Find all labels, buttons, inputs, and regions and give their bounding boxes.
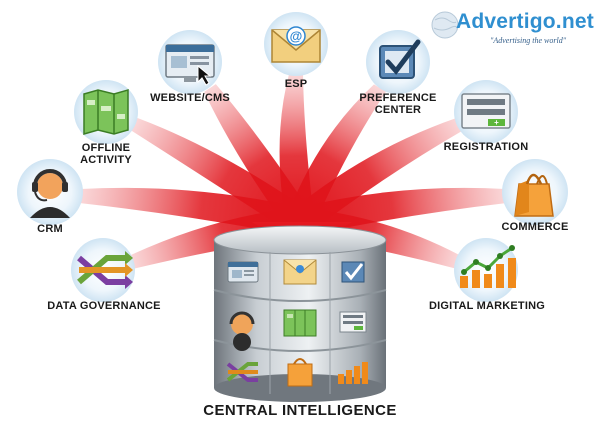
cyl-envelope-icon (283, 259, 317, 285)
central-title: CENTRAL INTELLIGENCE (203, 402, 397, 419)
cyl-headset-icon (229, 311, 255, 351)
svg-text:+: + (494, 118, 499, 127)
watermark: Advertigo.net "Advertising the world" (430, 6, 596, 50)
watermark-tagline: "Advertising the world" (490, 36, 567, 45)
converging-arrows (79, 73, 507, 269)
watermark-name: Advertigo.net (456, 10, 594, 33)
label-commerce: COMMERCE (501, 221, 569, 233)
headset-agent-icon (30, 169, 70, 218)
arrow-from-preference-center (287, 84, 387, 230)
cyl-shuffle-icon (226, 362, 258, 382)
svg-text:@: @ (290, 29, 303, 44)
node-data-governance (71, 238, 135, 302)
brochure-map-icon (83, 89, 129, 135)
node-icons: @ + (17, 12, 568, 302)
email-envelope-icon: @ (271, 26, 321, 63)
label-offline-activity: OFFLINE ACTIVITY (80, 142, 132, 166)
browser-window-icon (165, 44, 215, 86)
label-digital-marketing: DIGITAL MARKETING (428, 300, 546, 312)
arrow-from-offline-activity (130, 117, 308, 235)
label-crm: CRM (37, 223, 63, 235)
node-preference-center (366, 30, 430, 94)
cyl-chart-icon (338, 362, 368, 384)
node-website-cms (158, 30, 222, 94)
cyl-map-icon (283, 309, 317, 337)
form-icon: + (461, 93, 511, 129)
cyl-browser-icon (227, 261, 259, 283)
node-digital-marketing (454, 238, 518, 302)
node-commerce (502, 159, 568, 225)
shuffle-arrows-icon (77, 251, 133, 289)
node-offline-activity (74, 80, 138, 144)
globe-icon (431, 11, 459, 39)
growth-chart-icon (460, 245, 516, 288)
label-registration: REGISTRATION (443, 141, 529, 153)
label-preference-center: PREFERENCE CENTER (359, 92, 437, 116)
label-data-governance: DATA GOVERNANCE (47, 300, 161, 312)
cyl-checkbox-icon (341, 261, 365, 283)
label-website-cms: WEBSITE/CMS (150, 92, 230, 104)
label-esp: ESP (284, 78, 308, 90)
node-registration: + (454, 80, 518, 144)
checkbox-icon (379, 39, 421, 79)
node-esp: @ (264, 12, 328, 76)
database-cylinder (213, 225, 387, 402)
cyl-bag-icon (287, 358, 313, 387)
shopping-bag-icon (514, 173, 554, 217)
cyl-form-icon (339, 311, 367, 333)
node-crm (17, 159, 83, 225)
